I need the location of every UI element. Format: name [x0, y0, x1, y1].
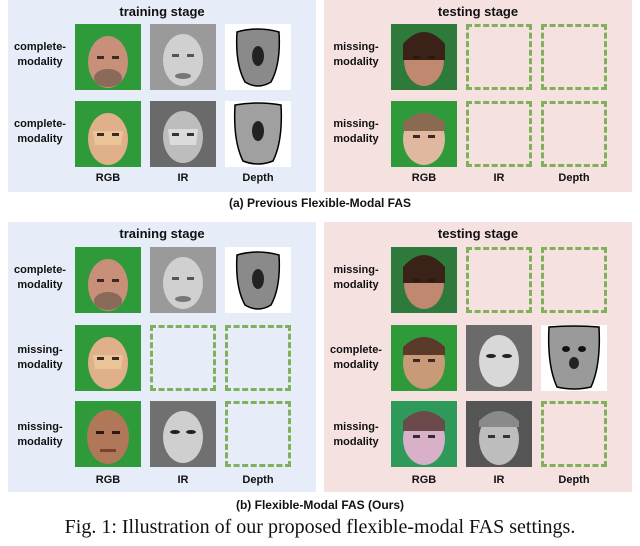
rgb-face-icon — [75, 101, 141, 167]
panel-b-training-title: training stage — [119, 226, 205, 241]
missing-ir-icon — [466, 101, 532, 167]
row-label-text: missing- modality — [333, 264, 379, 291]
rgb-face-icon — [391, 24, 457, 90]
panel-a-train-row-2-label: complete- modality — [8, 117, 72, 147]
panel-a-testing-title: testing stage — [437, 4, 519, 19]
rgb-face-icon — [391, 247, 457, 313]
missing-depth-icon — [225, 325, 291, 391]
panel-b-test-row-3-label: missing- modality — [324, 420, 388, 450]
column-label-rgb: RGB — [411, 172, 437, 184]
row-label-text: missing- modality — [333, 421, 379, 448]
panel-a-test-row-2-label: missing- modality — [324, 117, 388, 147]
column-label-rgb: RGB — [411, 474, 437, 486]
row-label-text: complete- modality — [330, 344, 382, 371]
depth-map-icon — [225, 24, 291, 90]
rgb-face-icon — [75, 325, 141, 391]
panel-b-testing-title: testing stage — [437, 226, 519, 241]
ir-face-icon — [150, 247, 216, 313]
column-label-ir: IR — [493, 172, 505, 184]
column-label-rgb: RGB — [95, 172, 121, 184]
missing-depth-icon — [541, 24, 607, 90]
rgb-face-icon — [75, 401, 141, 467]
column-label-ir: IR — [177, 172, 189, 184]
row-label-text: complete- modality — [14, 118, 66, 145]
row-label-text: missing- modality — [17, 421, 63, 448]
rgb-face-icon — [75, 247, 141, 313]
panel-b-train-row-1-label: complete- modality — [8, 263, 72, 293]
panel-a-test-row-1-label: missing- modality — [324, 40, 388, 70]
rgb-face-icon — [75, 24, 141, 90]
panel-a-testing — [324, 0, 632, 192]
depth-map-icon — [225, 101, 291, 167]
panel-a-train-row-1-label: complete- modality — [8, 40, 72, 70]
ir-face-icon — [466, 401, 532, 467]
depth-map-icon — [541, 325, 607, 391]
missing-depth-icon — [225, 401, 291, 467]
panel-b-caption: (b) Flexible-Modal FAS (Ours) — [235, 498, 404, 512]
column-label-ir: IR — [177, 474, 189, 486]
column-label-rgb: RGB — [95, 474, 121, 486]
row-label-text: complete- modality — [14, 264, 66, 291]
depth-map-icon — [225, 247, 291, 313]
figure-caption: Fig. 1: Illustration of our proposed fle… — [64, 516, 576, 538]
missing-ir-icon — [150, 325, 216, 391]
panel-b-train-row-2-label: missing- modality — [8, 343, 72, 373]
panel-a-training-title: training stage — [119, 4, 205, 19]
column-label-depth: Depth — [242, 474, 274, 486]
missing-depth-icon — [541, 101, 607, 167]
panel-b-train-row-3-label: missing- modality — [8, 420, 72, 450]
row-label-text: complete- modality — [14, 41, 66, 68]
rgb-face-icon — [391, 101, 457, 167]
row-label-text: missing- modality — [333, 41, 379, 68]
rgb-face-icon — [391, 325, 457, 391]
ir-face-icon — [150, 401, 216, 467]
row-label-text: missing- modality — [17, 344, 63, 371]
panel-b-test-row-2-label: complete- modality — [324, 343, 388, 373]
missing-ir-icon — [466, 24, 532, 90]
column-label-ir: IR — [493, 474, 505, 486]
column-label-depth: Depth — [558, 172, 590, 184]
rgb-face-icon — [391, 401, 457, 467]
column-label-depth: Depth — [558, 474, 590, 486]
ir-face-icon — [466, 325, 532, 391]
row-label-text: missing- modality — [333, 118, 379, 145]
missing-depth-icon — [541, 401, 607, 467]
ir-face-icon — [150, 101, 216, 167]
ir-face-icon — [150, 24, 216, 90]
column-label-depth: Depth — [242, 172, 274, 184]
missing-ir-icon — [466, 247, 532, 313]
panel-a-caption: (a) Previous Flexible-Modal FAS — [228, 196, 412, 210]
missing-depth-icon — [541, 247, 607, 313]
panel-b-test-row-1-label: missing- modality — [324, 263, 388, 293]
